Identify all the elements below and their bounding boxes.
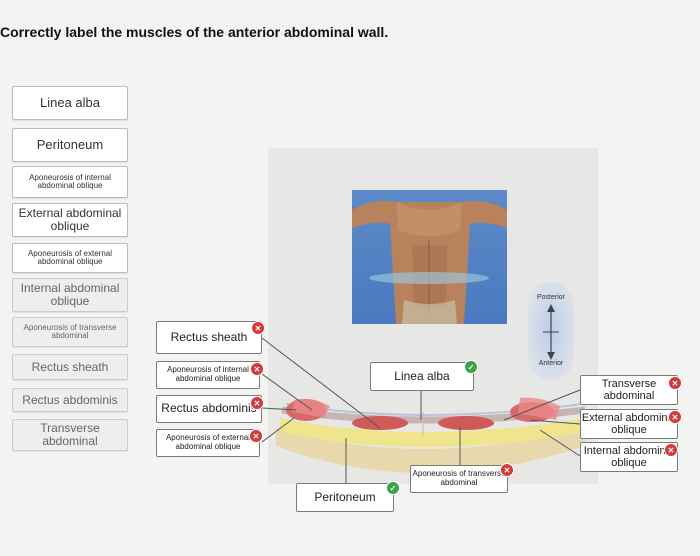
target-transverse-abdominal[interactable]: Transverse abdominal bbox=[580, 375, 678, 405]
bank-chip-peritoneum[interactable]: Peritoneum bbox=[12, 128, 128, 162]
bank-chip-external-oblique[interactable]: External abdominal oblique bbox=[12, 203, 128, 237]
incorrect-icon: ✕ bbox=[251, 321, 265, 335]
bank-chip-transverse-abdominal[interactable]: Transverse abdominal bbox=[12, 419, 128, 451]
target-aponeurosis-internal-oblique[interactable]: Aponeurosis of internal abdominal obliqu… bbox=[156, 361, 260, 389]
incorrect-icon: ✕ bbox=[668, 376, 682, 390]
correct-icon: ✓ bbox=[386, 481, 400, 495]
target-internal-oblique[interactable]: Internal abdominal oblique bbox=[580, 442, 678, 472]
bank-chip-rectus-sheath[interactable]: Rectus sheath bbox=[12, 354, 128, 380]
torso-photo bbox=[352, 190, 507, 324]
question-title: Correctly label the muscles of the anter… bbox=[0, 24, 389, 40]
anterior-label: Anterior bbox=[538, 360, 564, 367]
incorrect-icon: ✕ bbox=[664, 443, 678, 457]
incorrect-icon: ✕ bbox=[250, 362, 264, 376]
target-aponeurosis-external-oblique[interactable]: Aponeurosis of external abdominal obliqu… bbox=[156, 429, 260, 457]
target-linea-alba[interactable]: Linea alba bbox=[370, 362, 474, 391]
correct-icon: ✓ bbox=[464, 360, 478, 374]
target-aponeurosis-transverse[interactable]: Aponeurosis of transverse abdominal bbox=[410, 465, 508, 493]
incorrect-icon: ✕ bbox=[249, 429, 263, 443]
target-rectus-sheath[interactable]: Rectus sheath bbox=[156, 321, 262, 354]
incorrect-icon: ✕ bbox=[500, 463, 514, 477]
bank-chip-linea-alba[interactable]: Linea alba bbox=[12, 86, 128, 120]
bank-chip-aponeurosis-internal-oblique[interactable]: Aponeurosis of internal abdominal obliqu… bbox=[12, 166, 128, 198]
bank-chip-internal-oblique[interactable]: Internal abdominal oblique bbox=[12, 278, 128, 312]
incorrect-icon: ✕ bbox=[668, 410, 682, 424]
bank-chip-rectus-abdominis[interactable]: Rectus abdominis bbox=[12, 388, 128, 412]
incorrect-icon: ✕ bbox=[250, 396, 264, 410]
target-peritoneum[interactable]: Peritoneum bbox=[296, 483, 394, 512]
orientation-indicator: Posterior Anterior bbox=[528, 282, 574, 380]
bank-chip-aponeurosis-transverse[interactable]: Aponeurosis of transverse abdominal bbox=[12, 317, 128, 347]
posterior-label: Posterior bbox=[536, 294, 565, 301]
target-rectus-abdominis[interactable]: Rectus abdominis bbox=[156, 395, 262, 423]
bank-chip-aponeurosis-external-oblique[interactable]: Aponeurosis of external abdominal obliqu… bbox=[12, 243, 128, 273]
target-external-oblique[interactable]: External abdominal oblique bbox=[580, 409, 678, 439]
